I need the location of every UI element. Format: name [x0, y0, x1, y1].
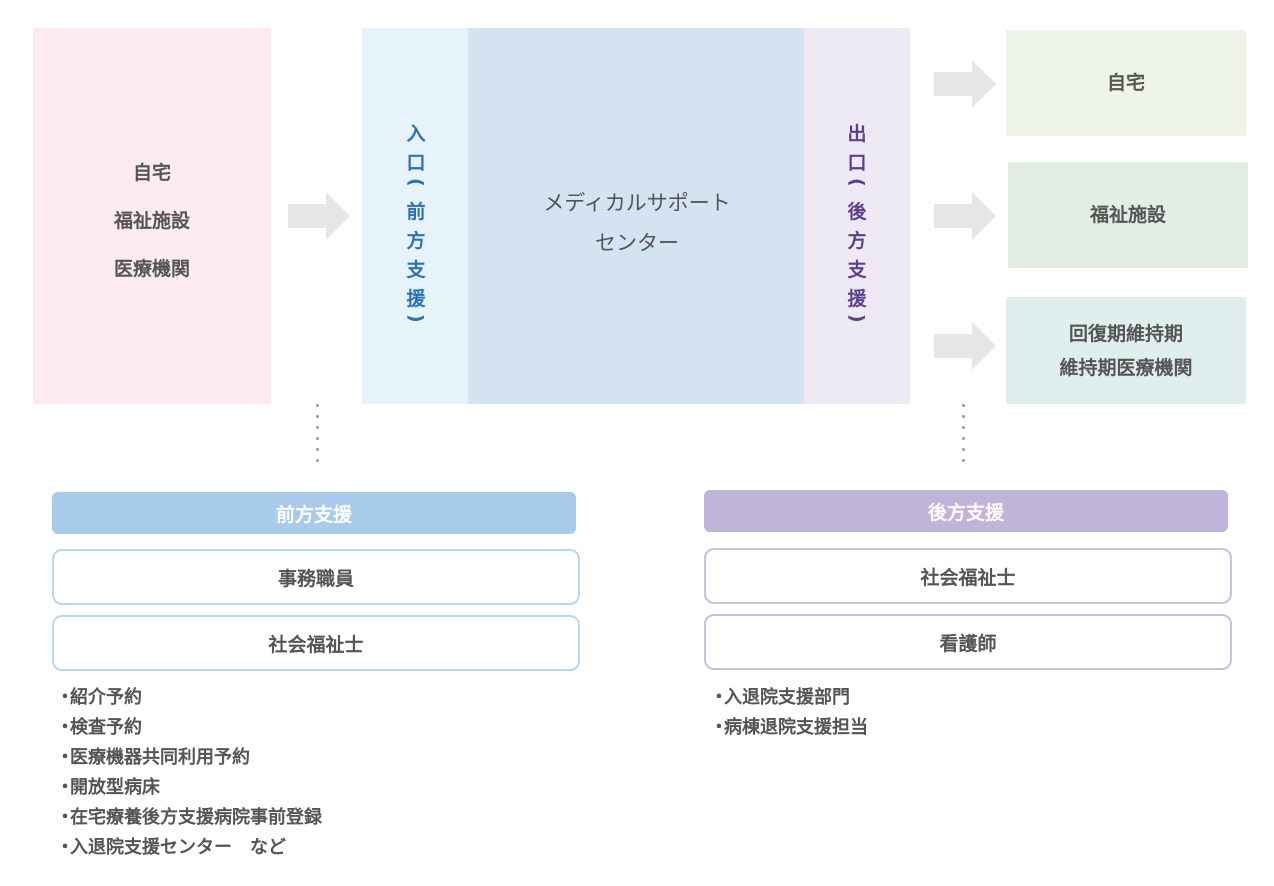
source-item-home: 自宅	[132, 162, 171, 184]
list-item: 紹介予約	[60, 683, 322, 713]
source-item-welfare: 福祉施設	[113, 210, 190, 232]
back-support-list: 入退院支援部門 病棟退院支援担当	[714, 683, 868, 743]
entry-panel: 入 口 ( 前 方 支 援 )	[362, 28, 470, 404]
list-item: 入退院支援センター など	[60, 833, 322, 863]
destination-home-label: 自宅	[1106, 72, 1145, 94]
list-item: 開放型病床	[60, 773, 322, 803]
arrow-to-welfare-icon	[934, 192, 996, 240]
list-item: 在宅療養後方支援病院事前登録	[60, 803, 322, 833]
destination-home: 自宅	[1006, 30, 1246, 136]
list-item: 入退院支援部門	[714, 683, 868, 713]
center-title: メディカルサポート センター	[468, 183, 806, 263]
list-item: 検査予約	[60, 713, 322, 743]
source-item-medical: 医療機関	[113, 258, 190, 280]
center-title-line1: メディカルサポート	[543, 191, 731, 215]
back-connector-dots	[962, 404, 966, 470]
front-support-list: 紹介予約 検査予約 医療機器共同利用予約 開放型病床 在宅療養後方支援病院事前登…	[60, 683, 322, 863]
medical-support-center-panel: メディカルサポート センター	[468, 28, 806, 404]
arrow-to-home-icon	[934, 60, 996, 108]
front-role-clerk: 事務職員	[52, 549, 580, 605]
front-role-social-worker: 社会福祉士	[52, 615, 580, 671]
destination-rehab-line2: 維持期医療機関	[1059, 356, 1193, 379]
back-role-social-worker: 社会福祉士	[704, 548, 1232, 604]
back-role-nurse: 看護師	[704, 614, 1232, 670]
destination-welfare: 福祉施設	[1008, 162, 1248, 268]
source-box: 自宅 福祉施設 医療機関	[33, 28, 271, 404]
destination-rehab-line1: 回復期維持期	[1068, 322, 1183, 345]
arrow-to-center-icon	[288, 192, 350, 240]
list-item: 医療機器共同利用予約	[60, 743, 322, 773]
exit-label: 出 口 ( 後 方 支 援 )	[846, 123, 868, 323]
destination-welfare-label: 福祉施設	[1089, 204, 1166, 226]
arrow-to-rehab-icon	[934, 322, 996, 370]
list-item: 病棟退院支援担当	[714, 713, 868, 743]
back-support-header: 後方支援	[704, 490, 1228, 532]
front-support-header: 前方支援	[52, 492, 576, 534]
center-title-line2: センター	[595, 231, 679, 255]
destination-rehab: 回復期維持期 維持期医療機関	[1006, 297, 1246, 404]
entry-label: 入 口 ( 前 方 支 援 )	[405, 123, 427, 323]
exit-panel: 出 口 ( 後 方 支 援 )	[804, 28, 910, 404]
front-connector-dots	[316, 404, 320, 470]
